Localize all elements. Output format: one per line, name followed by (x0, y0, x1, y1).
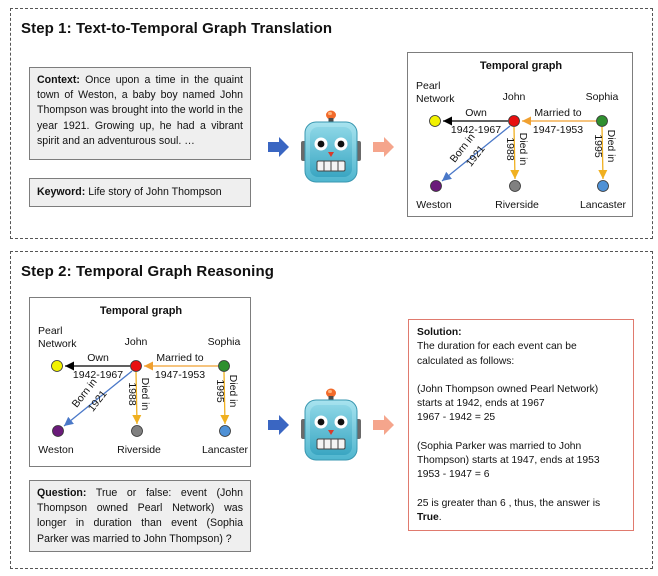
solution-line: 1967 - 1942 = 25 (417, 412, 496, 424)
pearl-label-line1: Pearl (38, 325, 63, 337)
john-died-label: Died in (139, 378, 151, 411)
graph-title: Temporal graph (100, 305, 183, 317)
context-label: Context: (37, 74, 80, 86)
sophia-died-time: 1995 (592, 134, 604, 158)
step1-title: Step 1: Text-to-Temporal Graph Translati… (21, 20, 333, 37)
salmon-right-arrow-icon (373, 137, 394, 157)
graph-title: Temporal graph (480, 60, 563, 72)
john-died-edge (510, 126, 520, 180)
solution-line: (Sophia Parker was married to John (417, 440, 582, 452)
weston-label: Weston (38, 444, 74, 456)
pearl-label-line1: Pearl (416, 80, 441, 92)
pearl-network-node (51, 360, 63, 372)
solution-lines: The duration for each event can be calcul… (417, 340, 625, 511)
solution-line: 25 is greater than 6 , thus, the answer … (417, 497, 601, 509)
question-text: True or false: event (John Thompson owne… (37, 487, 243, 545)
pearl-label-line2: Network (416, 93, 455, 105)
question-label: Question: (37, 487, 87, 499)
sophia-died-label: Died in (227, 375, 239, 408)
sophia-label: Sophia (208, 336, 241, 348)
robot-face-icon (300, 107, 362, 190)
solution-line: calculated as follows: (417, 355, 515, 367)
sophia-died-edge (220, 371, 230, 425)
solution-answer-line: True. (417, 511, 625, 525)
solution-line: (John Thompson owned Pearl Network) (417, 383, 599, 395)
married-edge-time: 1947-1953 (155, 369, 205, 381)
lancaster-node (219, 425, 231, 437)
salmon-right-arrow-icon (373, 415, 394, 435)
riverside-node (131, 425, 143, 437)
solution-answer-suffix: . (438, 511, 442, 523)
born-edge (63, 370, 133, 427)
solution-answer: True (417, 511, 439, 523)
context-box: Context: Once upon a time in the quaint … (29, 67, 251, 160)
sophia-label: Sophia (586, 91, 619, 103)
keyword-box: Keyword: Life story of John Thompson (29, 178, 251, 207)
sophia-node (218, 360, 230, 372)
solution-box: Solution: The duration for each event ca… (408, 319, 634, 531)
married-edge-label: Married to (156, 352, 203, 364)
solution-line: starts at 1942, ends at 1967 (417, 398, 545, 410)
lancaster-node (597, 180, 609, 192)
sophia-died-time: 1995 (214, 379, 226, 403)
step2-title: Step 2: Temporal Graph Reasoning (21, 263, 274, 280)
john-label: John (125, 336, 148, 348)
own-edge-time: 1942-1967 (451, 124, 501, 136)
riverside-label: Riverside (495, 199, 539, 211)
solution-line: The duration for each event can be (417, 341, 577, 353)
sophia-node (596, 115, 608, 127)
john-died-time: 1988 (504, 137, 516, 161)
john-died-label: Died in (517, 133, 529, 166)
solution-line (417, 369, 625, 383)
keyword-text: Life story of John Thompson (85, 186, 222, 198)
weston-label: Weston (416, 199, 452, 211)
john-died-edge (132, 371, 142, 425)
weston-node (52, 425, 64, 437)
lancaster-label: Lancaster (580, 199, 627, 211)
step2-panel: Step 2: Temporal Graph Reasoning (10, 251, 653, 569)
sophia-died-label: Died in (605, 130, 617, 163)
pearl-network-node (429, 115, 441, 127)
solution-label: Solution: (417, 327, 462, 338)
john-label: John (503, 91, 526, 103)
weston-node (430, 180, 442, 192)
married-edge-time: 1947-1953 (533, 124, 583, 136)
solution-line (417, 483, 625, 497)
solution-line: 1953 - 1947 = 6 (417, 469, 490, 481)
lancaster-label: Lancaster (202, 444, 249, 456)
keyword-label: Keyword: (37, 186, 86, 198)
own-edge-label: Own (87, 352, 109, 364)
pearl-label-line2: Network (38, 338, 77, 350)
sophia-died-edge (598, 126, 608, 180)
step1-panel: Step 1: Text-to-Temporal Graph Translati… (10, 8, 653, 239)
own-edge-time: 1942-1967 (73, 369, 123, 381)
robot-face-icon (300, 385, 362, 468)
riverside-node (509, 180, 521, 192)
solution-line: Thompson) starts at 1947, ends at 1953 (417, 455, 600, 467)
john-died-time: 1988 (126, 382, 138, 406)
riverside-label: Riverside (117, 444, 161, 456)
own-edge-label: Own (465, 107, 487, 119)
blue-right-arrow-icon (268, 415, 289, 435)
married-edge-label: Married to (534, 107, 581, 119)
born-edge (441, 125, 511, 182)
context-text: Once upon a time in the quaint town of W… (37, 74, 243, 147)
blue-right-arrow-icon (268, 137, 289, 157)
john-node (508, 115, 520, 127)
john-node (130, 360, 142, 372)
question-box: Question: True or false: event (John Tho… (29, 480, 251, 552)
solution-line (417, 426, 625, 440)
